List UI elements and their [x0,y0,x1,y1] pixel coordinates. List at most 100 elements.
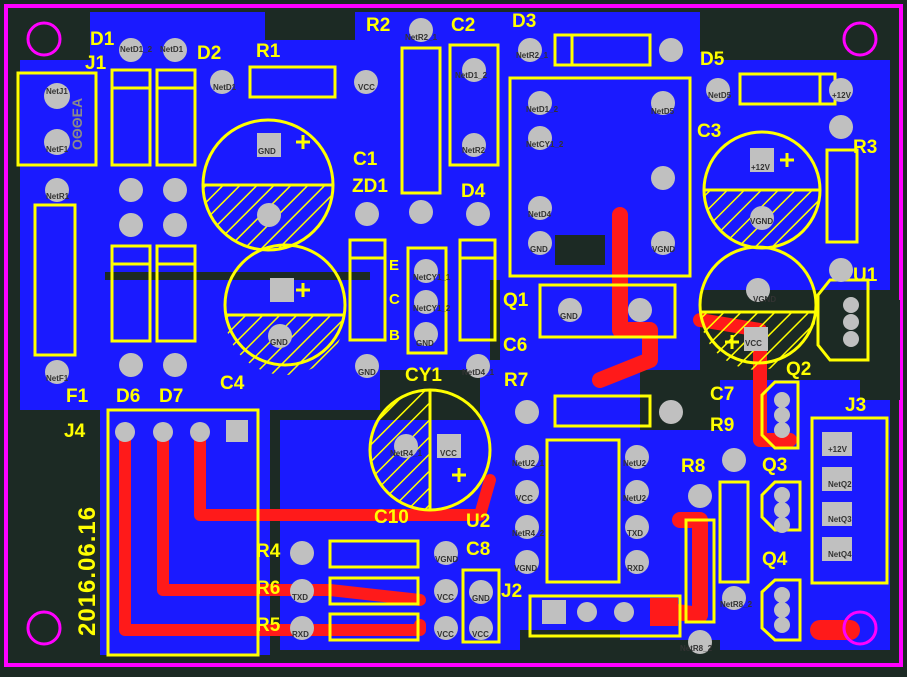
pad-net-label: NetF1 [46,145,69,154]
label-C2: C2 [451,15,476,36]
label-F1: F1 [66,386,89,407]
pad-net-label: VGND [435,555,459,564]
label-R5: R5 [256,615,281,636]
label-D3: D3 [512,11,537,32]
pad-net-label: NetD5 [708,91,732,100]
pad-net-label: VGND [514,564,538,573]
label-Q3: Q3 [762,455,788,476]
label-R1: R1 [256,41,281,62]
label-emitter: E [389,257,400,274]
pad-net-label: NetU2 [623,459,647,468]
pad-net-label: NetQ3 [828,515,852,524]
pad-net-label: VCC [437,593,454,602]
label-Q4: Q4 [762,549,788,570]
pad-net-label: NetU2_1 [512,459,545,468]
label-R6: R6 [256,578,281,599]
label-J4: J4 [64,421,86,442]
pad-net-label: +12V [751,163,770,172]
label-base: B [389,327,400,344]
label-D2: D2 [197,43,222,64]
pad-net-label: NetD1_2 [455,71,488,80]
label-C3: C3 [697,121,722,142]
board-mark: ΟΘΘΕΑ [69,97,85,150]
pad-net-label: VCC [358,83,375,92]
pads [44,18,859,654]
mounting-holes [26,21,878,646]
label-D7: D7 [159,386,184,407]
label-U2: U2 [466,511,491,532]
silkscreen [16,33,889,657]
label-Q1: Q1 [503,290,529,311]
pad-net-label: VGND [750,217,774,226]
pad-net-label: NetR4_1 [390,449,423,458]
pad-net-label: NetCY1_2 [413,304,451,313]
pad-net-label: NetR2 [462,146,486,155]
label-C10: C10 [374,507,409,528]
pad-net-label: GND [270,338,288,347]
label-Q2: Q2 [786,359,812,380]
label-R2: R2 [366,15,391,36]
label-R9: R9 [710,415,735,436]
label-C7: C7 [710,384,735,405]
cap-polarity-hatches [203,185,820,510]
label-J3: J3 [845,395,867,416]
pad-net-label: VGND [652,245,676,254]
pad-net-label: +12V [832,91,851,100]
pad-net-label: NetR1 [46,192,70,201]
pad-net-label: NetQ2 [828,480,852,489]
pad-net-label: TXD [627,529,643,538]
pad-net-label: NetU2 [623,494,647,503]
pad-net-label: GND [258,147,276,156]
pad-net-label: NetD1 [213,83,237,92]
pad-net-label: NetJ1 [46,87,68,96]
pad-net-label: NetR8_2 [680,644,713,653]
label-D1: D1 [90,29,115,50]
polarity-marks [296,135,794,482]
pad-net-label: GND [472,594,490,603]
label-collector: C [389,291,400,308]
pad-net-label: NetF1 [46,374,69,383]
pad-net-label: GND [560,312,578,321]
label-R8: R8 [681,456,706,477]
pad-net-label: NetD1 [160,45,184,54]
label-R4: R4 [256,541,281,562]
pad-net-label: NetR2_1 [516,51,549,60]
pad-net-label: NetCY1_2 [526,140,564,149]
pad-net-label: VGND [753,295,777,304]
label-J2: J2 [501,581,523,602]
label-R3: R3 [853,137,878,158]
pad-net-label: NetD4_1 [462,368,495,377]
pad-net-label: VCC [440,449,457,458]
pad-net-label: NetR4_2 [512,529,545,538]
pad-net-label: NetR2_1 [405,33,438,42]
pad-net-label: NetD4 [528,210,552,219]
label-CY1: CY1 [405,365,442,386]
pad-net-label: NetQ4 [828,550,852,559]
pad-net-label: VCC [745,339,762,348]
label-C4: C4 [220,373,245,394]
pad-net-label: NetR8_2 [720,600,753,609]
pad-net-label: GND [358,368,376,377]
pad-net-label: NetD5 [651,107,675,116]
label-D4: D4 [461,181,486,202]
label-C1: C1 [353,149,378,170]
label-R7: R7 [504,370,529,391]
pad-net-label: GND [416,339,434,348]
pad-net-label: VCC [472,630,489,639]
label-C8: C8 [466,539,491,560]
board-date: 2016.06.16 [74,505,101,636]
label-J1: J1 [85,53,107,74]
label-D6: D6 [116,386,141,407]
label-ZD1: ZD1 [352,176,388,197]
pad-net-label: GND [530,245,548,254]
pad-net-label: VCC [437,630,454,639]
label-C6: C6 [503,335,528,356]
pad-net-label: NetD1_2 [526,105,559,114]
label-U1: U1 [853,265,878,286]
label-D5: D5 [700,49,725,70]
pad-net-label: +12V [828,445,847,454]
pad-net-label: NetCY1_1 [413,273,451,282]
pad-net-label: NetD1_2 [120,45,153,54]
